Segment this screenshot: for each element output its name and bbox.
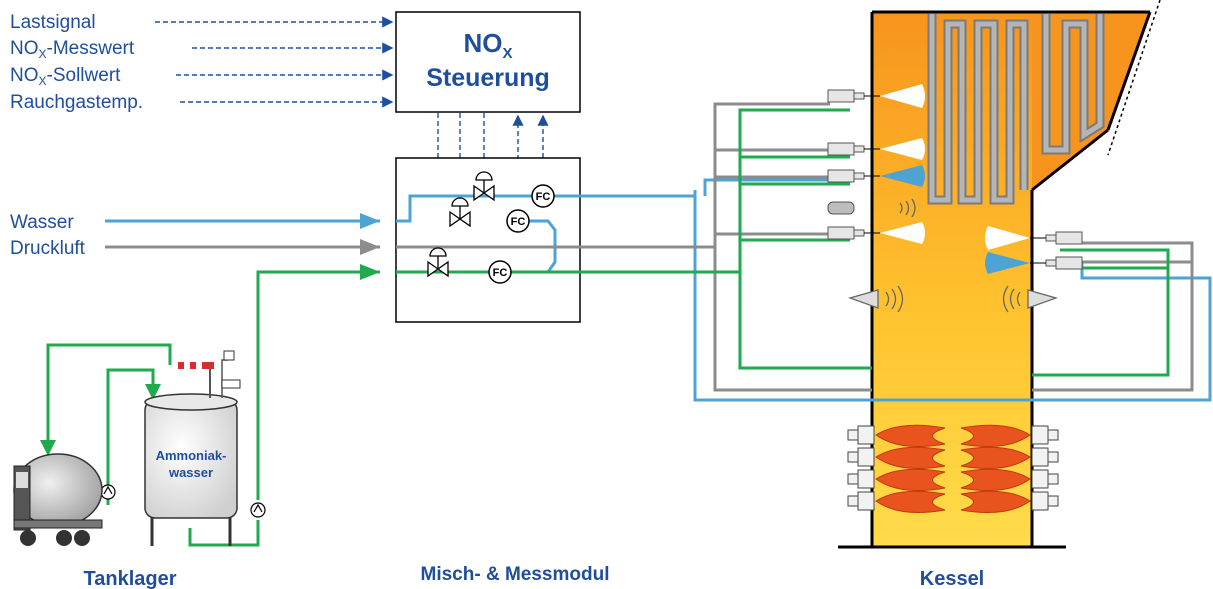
acoustic-sensors <box>847 198 1059 313</box>
controller-title-line2: Steuerung <box>426 64 550 92</box>
signal-fluegas-temp-label: Rauchgastemp. <box>10 92 143 113</box>
flow-controller-1: FC <box>488 260 512 284</box>
air-pipes <box>105 102 1194 392</box>
compressed-air-label: Druckluft <box>10 238 86 259</box>
flames <box>875 424 1031 514</box>
tank-vent <box>178 350 241 398</box>
spray-nozzles <box>864 84 1046 274</box>
section-mixing-module-label: Misch- & Messmodul <box>421 564 610 585</box>
flow-controller-2: FC <box>506 209 530 233</box>
tanker-truck <box>13 453 103 546</box>
lances-right <box>1045 231 1083 270</box>
ammonia-inlet-arrow <box>360 264 380 280</box>
svg-text:wasser: wasser <box>168 465 213 480</box>
burners-left <box>847 425 875 511</box>
water-label: Wasser <box>10 212 74 233</box>
mixing-module-box <box>395 157 581 323</box>
lances-left <box>827 89 865 240</box>
water-inlet-arrow <box>360 213 380 229</box>
ammonia-tank: Ammoniak- wasser <box>144 393 238 546</box>
flow-controller-3: FC <box>531 184 555 208</box>
svg-text:FC: FC <box>493 267 508 279</box>
svg-text:FC: FC <box>536 191 551 203</box>
section-boiler-label: Kessel <box>920 568 985 589</box>
water-pipes <box>105 178 1212 402</box>
svg-text:Ammoniak-: Ammoniak- <box>156 448 227 463</box>
section-tank-storage-label: Tanklager <box>84 568 177 589</box>
svg-text:FC: FC <box>511 216 526 228</box>
air-inlet-arrow <box>360 239 380 255</box>
control-valves <box>427 171 495 278</box>
signal-nox-measured-label: NOX-Messwert <box>10 38 135 61</box>
signal-nox-setpoint-label: NOX-Sollwert <box>10 65 121 88</box>
controller-box <box>395 11 581 113</box>
signal-load-label: Lastsignal <box>10 12 96 33</box>
ammonia-pipes <box>46 108 1170 547</box>
signal-lines <box>155 16 394 108</box>
controller-title-line1: NOX <box>463 28 512 62</box>
burners-right <box>1031 425 1059 511</box>
pumps <box>100 484 266 518</box>
